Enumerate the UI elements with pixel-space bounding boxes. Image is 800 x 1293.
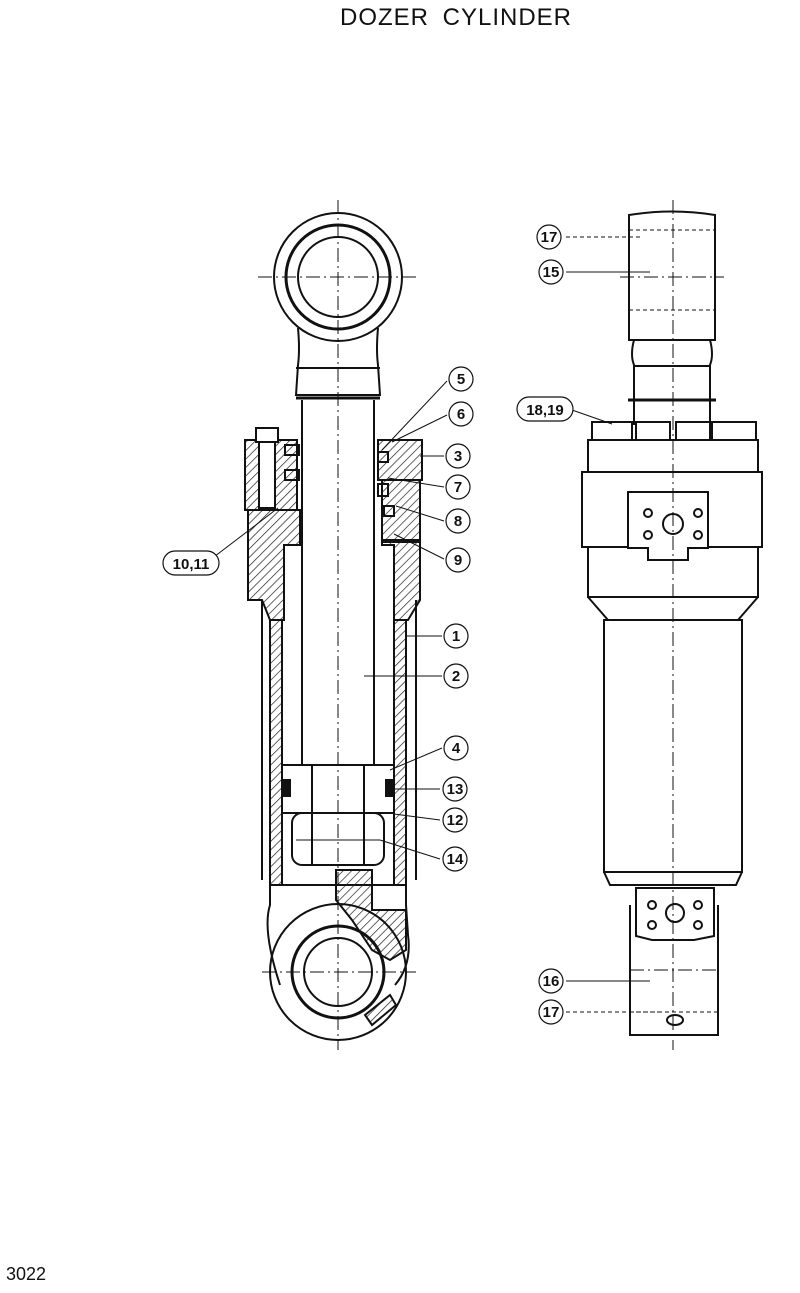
callout-13: 13 bbox=[442, 776, 468, 802]
callout-6-label: 6 bbox=[457, 406, 465, 423]
callout-17-top: 17 bbox=[536, 224, 562, 250]
callout-4-label: 4 bbox=[452, 740, 461, 757]
callout-17-bottom-label: 17 bbox=[543, 1004, 560, 1021]
callout-15-label: 15 bbox=[543, 264, 560, 281]
callout-18-19-label: 18,19 bbox=[526, 402, 564, 419]
callout-2-label: 2 bbox=[452, 668, 460, 685]
callout-2: 2 bbox=[443, 663, 469, 689]
callout-12: 12 bbox=[442, 807, 468, 833]
external-view bbox=[581, 200, 763, 1050]
callout-10-11-label: 10,11 bbox=[173, 556, 210, 573]
callout-16-label: 16 bbox=[543, 973, 560, 990]
callout-7-label: 7 bbox=[454, 479, 462, 496]
callout-14-label: 14 bbox=[447, 851, 464, 868]
callout-16: 16 bbox=[538, 968, 564, 994]
callout-17-top-label: 17 bbox=[541, 229, 558, 246]
callout-10-11: 10,11 bbox=[162, 550, 220, 576]
callout-5: 5 bbox=[448, 366, 474, 392]
callout-14: 14 bbox=[442, 846, 468, 872]
callout-18-19: 18,19 bbox=[516, 396, 574, 422]
callout-7: 7 bbox=[445, 474, 471, 500]
callout-3: 3 bbox=[445, 443, 471, 469]
callout-12-label: 12 bbox=[447, 812, 464, 829]
section-view bbox=[244, 200, 423, 1050]
page-number: 3022 bbox=[6, 1264, 47, 1284]
page-title: DOZER CYLINDER bbox=[339, 4, 573, 31]
callout-9: 9 bbox=[445, 547, 471, 573]
callout-8-label: 8 bbox=[454, 513, 462, 530]
callout-8: 8 bbox=[445, 508, 471, 534]
callout-17-bottom: 17 bbox=[538, 999, 564, 1025]
callout-6: 6 bbox=[448, 401, 474, 427]
callout-1: 1 bbox=[443, 623, 469, 649]
callout-3-label: 3 bbox=[454, 448, 462, 465]
leader-lines bbox=[205, 236, 660, 1013]
callout-1-label: 1 bbox=[452, 628, 460, 645]
callout-5-label: 5 bbox=[457, 371, 465, 388]
callout-15: 15 bbox=[538, 259, 564, 285]
callout-9-label: 9 bbox=[454, 552, 462, 569]
callout-13-label: 13 bbox=[447, 781, 464, 798]
callout-4: 4 bbox=[443, 735, 469, 761]
